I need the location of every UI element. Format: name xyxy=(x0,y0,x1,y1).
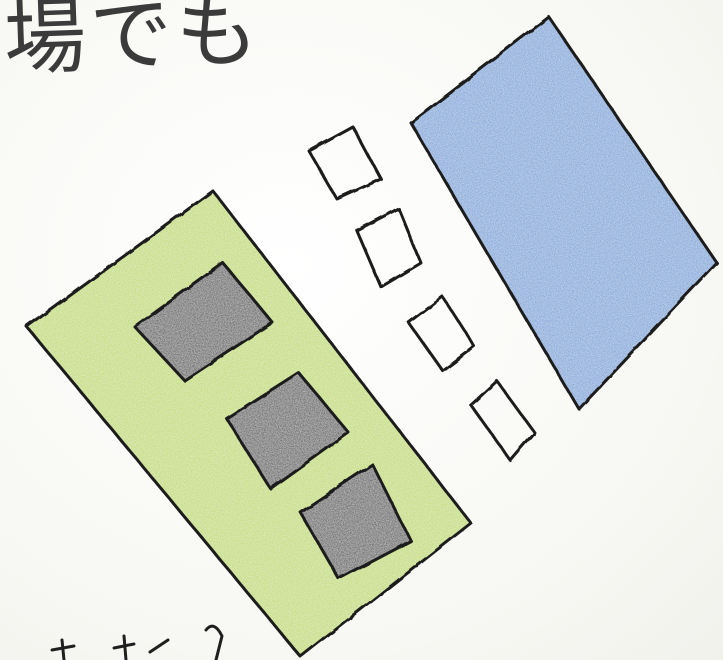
small-square-2 xyxy=(354,206,422,288)
dark-square-2 xyxy=(224,370,350,490)
dark-square-1 xyxy=(132,260,274,382)
small-square-3 xyxy=(406,294,476,372)
dark-square-3 xyxy=(298,462,412,580)
blue-block xyxy=(408,14,718,410)
small-square-1 xyxy=(306,124,382,200)
small-square-4 xyxy=(468,378,536,462)
partial-handwriting-bottom xyxy=(50,624,224,660)
